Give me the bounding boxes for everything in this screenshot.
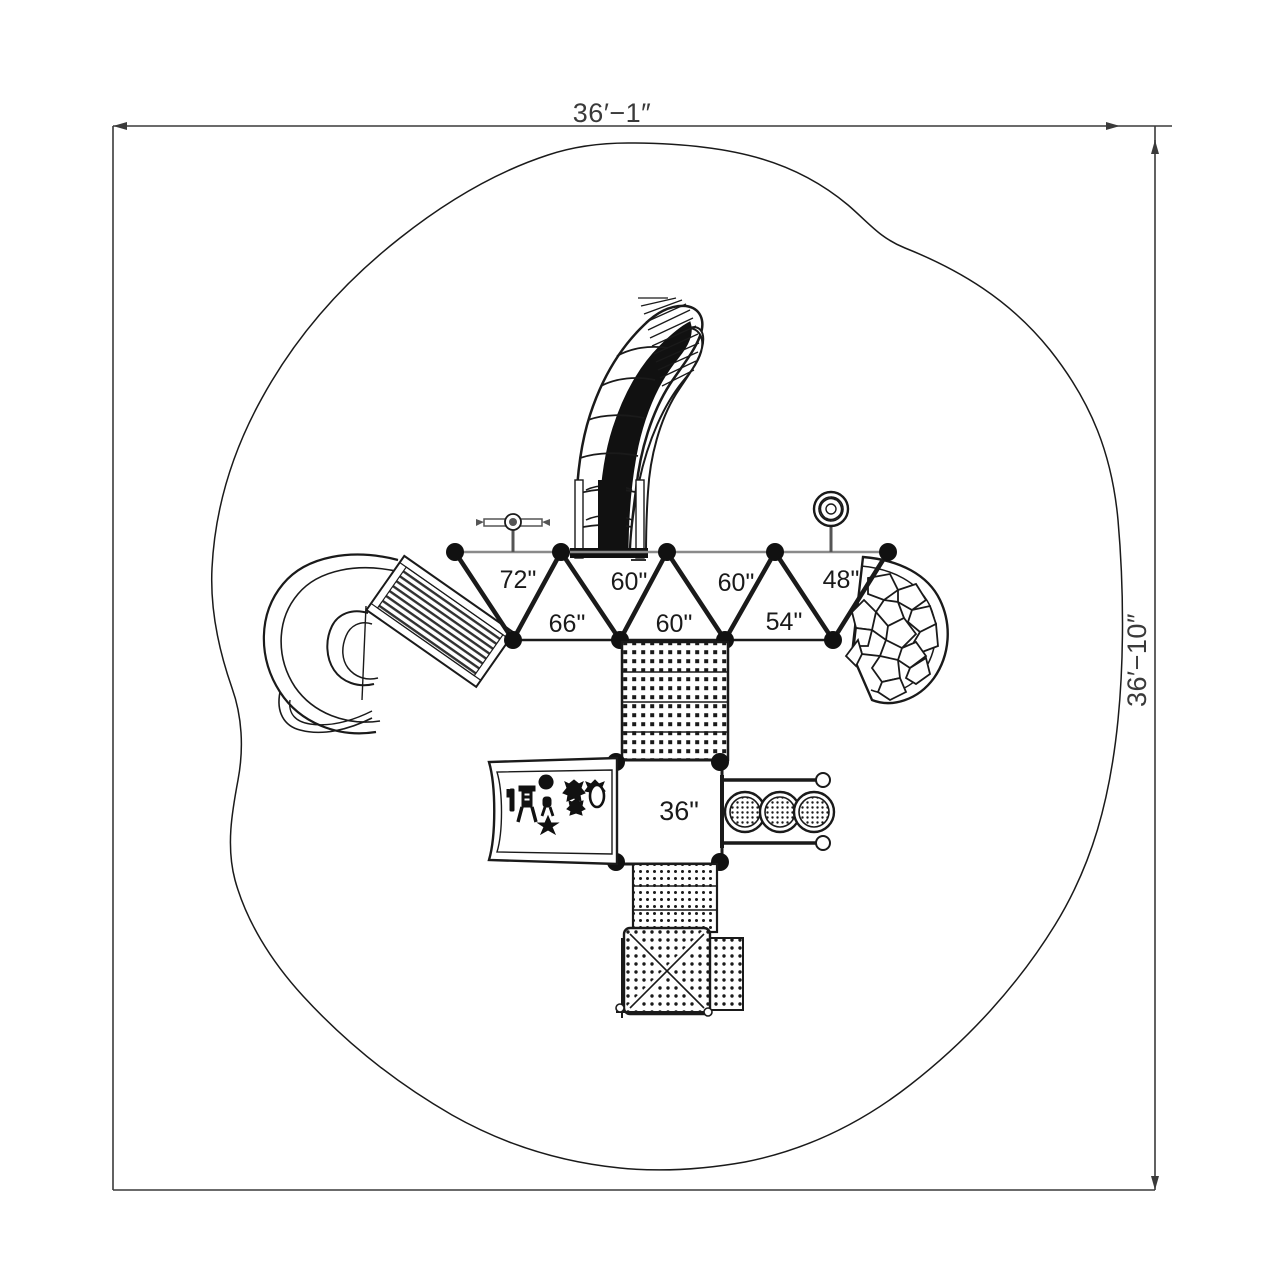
periscope — [476, 513, 550, 552]
activity-panel — [487, 756, 619, 866]
steering-wheel — [812, 490, 850, 552]
deck-label-54: 54" — [766, 608, 803, 636]
lower-ramp — [631, 862, 719, 934]
transfer-deck-36: 36" — [607, 753, 729, 871]
bongo-drums-panel — [720, 772, 836, 851]
panel-figures — [506, 774, 606, 836]
deck-label-60-c: 60" — [656, 610, 693, 638]
deck-label-60-a: 60" — [611, 568, 648, 596]
deck-label-72: 72" — [500, 566, 537, 594]
rock-climber — [844, 555, 949, 705]
overall-height-label: 36′−10″ — [1122, 613, 1152, 707]
spiral-slide — [262, 553, 516, 735]
platform-label-36: 36" — [659, 796, 699, 826]
drum-group — [723, 790, 836, 834]
deck-label-60-b: 60" — [718, 569, 755, 597]
deck-framework — [446, 543, 897, 649]
bridge-walkway — [620, 640, 730, 762]
dimension-lines — [112, 122, 1172, 1191]
overall-width-label: 36′−1″ — [573, 98, 651, 128]
deck-height-labels: 72" 60" 60" 48" 66" 60" 54" — [500, 566, 860, 638]
transfer-platform — [615, 926, 744, 1018]
post-nodes — [446, 543, 897, 649]
deck-label-48: 48" — [823, 566, 860, 594]
deck-label-66: 66" — [549, 610, 586, 638]
